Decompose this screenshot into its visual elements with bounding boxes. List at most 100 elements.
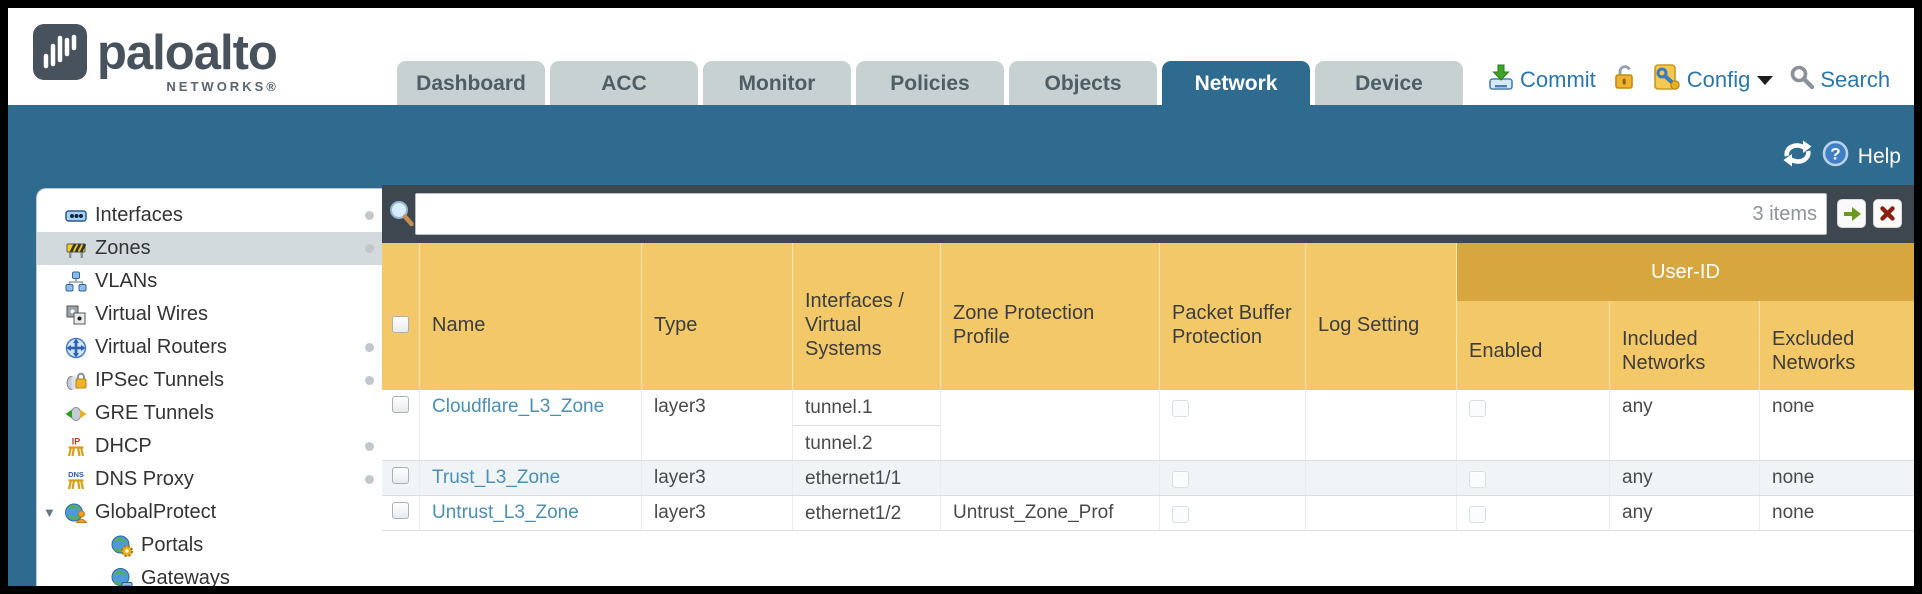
sidebar-item-label: DHCP bbox=[95, 435, 152, 457]
user-id-enabled-checkbox[interactable] bbox=[1469, 400, 1486, 417]
sidebar-item-label: GRE Tunnels bbox=[95, 402, 214, 424]
commit-icon[interactable] bbox=[1487, 63, 1515, 97]
tab-monitor[interactable]: Monitor bbox=[703, 61, 851, 105]
packet-buffer-checkbox[interactable] bbox=[1172, 471, 1189, 488]
refresh-icon[interactable] bbox=[1782, 140, 1813, 173]
packet-buffer-protection-cell bbox=[1160, 461, 1306, 495]
zone-type-cell: layer3 bbox=[642, 461, 793, 495]
dns-proxy-icon: DNS bbox=[65, 469, 87, 491]
tab-acc[interactable]: ACC bbox=[550, 61, 698, 105]
column-header-packet-buffer[interactable]: Packet Buffer Protection bbox=[1160, 243, 1306, 390]
select-all-checkbox[interactable] bbox=[392, 316, 409, 333]
column-header-interfaces[interactable]: Interfaces / Virtual Systems bbox=[793, 243, 941, 390]
interfaces-cell: ethernet1/1 bbox=[793, 461, 941, 495]
tab-network[interactable]: Network bbox=[1162, 61, 1310, 105]
filter-bar: 3 items bbox=[382, 185, 1914, 243]
svg-text:DNS: DNS bbox=[68, 470, 84, 479]
lock-icon[interactable] bbox=[1612, 63, 1638, 97]
zone-name-cell: Untrust_L3_Zone bbox=[420, 496, 642, 530]
config-caret-icon[interactable] bbox=[1757, 75, 1774, 85]
paloalto-logo-icon bbox=[33, 24, 87, 80]
sidebar-item-dns-proxy[interactable]: DNS DNS Proxy bbox=[37, 463, 390, 496]
tab-dashboard[interactable]: Dashboard bbox=[397, 61, 545, 105]
zone-name-link[interactable]: Cloudflare_L3_Zone bbox=[432, 396, 605, 417]
sidebar-item-label: GlobalProtect bbox=[95, 501, 217, 523]
column-header-type[interactable]: Type bbox=[642, 243, 793, 390]
included-networks-cell: any bbox=[1610, 461, 1760, 495]
row-checkbox[interactable] bbox=[392, 467, 409, 484]
item-count: 3 items bbox=[1752, 203, 1817, 225]
expander-icon[interactable]: ▼ bbox=[43, 505, 56, 520]
virtual-routers-icon bbox=[65, 337, 87, 359]
zone-name-link[interactable]: Untrust_L3_Zone bbox=[432, 502, 579, 523]
user-id-enabled-checkbox[interactable] bbox=[1469, 471, 1486, 488]
tab-policies[interactable]: Policies bbox=[856, 61, 1004, 105]
filter-input[interactable] bbox=[415, 193, 1827, 235]
sidebar-item-label: DNS Proxy bbox=[95, 468, 194, 490]
search-icon[interactable] bbox=[1789, 64, 1815, 96]
help-label[interactable]: Help bbox=[1857, 144, 1901, 168]
zones-panel: 3 items Name bbox=[382, 185, 1914, 586]
zone-name-cell: Trust_L3_Zone bbox=[420, 461, 642, 495]
gateways-icon bbox=[111, 567, 133, 586]
config-icon[interactable] bbox=[1652, 63, 1682, 97]
sidebar-item-interfaces[interactable]: Interfaces bbox=[37, 199, 390, 232]
log-setting-cell bbox=[1306, 390, 1457, 460]
user-id-group: User-ID Enabled Included Networks Exclud… bbox=[1457, 243, 1914, 390]
commit-button[interactable]: Commit bbox=[1520, 67, 1596, 92]
status-dot bbox=[365, 244, 374, 253]
zone-name-link[interactable]: Trust_L3_Zone bbox=[432, 467, 561, 488]
log-setting-cell bbox=[1306, 496, 1457, 530]
tab-device[interactable]: Device bbox=[1315, 61, 1463, 105]
brand-text: paloalto bbox=[97, 26, 278, 80]
globalprotect-icon bbox=[65, 502, 87, 524]
top-actions: Commit bbox=[1487, 60, 1890, 100]
sidebar-item-virtual-routers[interactable]: Virtual Routers bbox=[37, 331, 390, 364]
sidebar-item-ipsec-tunnels[interactable]: IPSec Tunnels bbox=[37, 364, 390, 397]
row-checkbox[interactable] bbox=[392, 502, 409, 519]
search-button[interactable]: Search bbox=[1820, 67, 1891, 92]
user-id-enabled-cell bbox=[1457, 496, 1610, 530]
packet-buffer-checkbox[interactable] bbox=[1172, 400, 1189, 417]
gre-tunnels-icon bbox=[65, 403, 87, 425]
status-dot bbox=[365, 475, 374, 484]
band-toolbar: ? Help bbox=[1782, 140, 1901, 173]
row-checkbox[interactable] bbox=[392, 396, 409, 413]
column-header-excluded-networks[interactable]: Excluded Networks bbox=[1772, 327, 1856, 374]
sidebar-item-gre-tunnels[interactable]: GRE Tunnels bbox=[37, 397, 390, 430]
interface-entry: tunnel.2 bbox=[793, 425, 940, 460]
column-header-zone-protection[interactable]: Zone Protection Profile bbox=[941, 243, 1160, 390]
user-id-enabled-checkbox[interactable] bbox=[1469, 506, 1486, 523]
virtual-wires-icon bbox=[65, 304, 87, 326]
sidebar-item-globalprotect[interactable]: ▼ GlobalProtect bbox=[37, 496, 390, 529]
excluded-networks-cell: none bbox=[1772, 467, 1815, 488]
sidebar-item-portals[interactable]: Portals bbox=[37, 529, 390, 562]
column-header-enabled[interactable]: Enabled bbox=[1457, 301, 1610, 390]
tab-objects[interactable]: Objects bbox=[1009, 61, 1157, 105]
ipsec-tunnels-icon bbox=[65, 370, 87, 392]
included-networks-cell: any bbox=[1610, 496, 1760, 530]
svg-text:?: ? bbox=[1830, 145, 1840, 164]
sidebar-item-label: Virtual Wires bbox=[95, 303, 208, 325]
sidebar-item-label: IPSec Tunnels bbox=[95, 369, 224, 391]
interface-entry: ethernet1/1 bbox=[805, 468, 902, 489]
help-icon[interactable]: ? bbox=[1822, 140, 1849, 173]
sidebar-item-gateways[interactable]: Gateways bbox=[37, 562, 390, 586]
sidebar-item-vlans[interactable]: VLANs bbox=[37, 265, 390, 298]
select-all-cell bbox=[382, 243, 420, 390]
column-header-name[interactable]: Name bbox=[420, 243, 642, 390]
sidebar-item-label: Zones bbox=[95, 237, 151, 259]
config-menu-button[interactable]: Config bbox=[1686, 67, 1751, 92]
sidebar-item-zones[interactable]: Zones bbox=[37, 232, 390, 265]
column-header-log-setting[interactable]: Log Setting bbox=[1306, 243, 1457, 390]
filter-magnifier-icon[interactable] bbox=[389, 200, 415, 233]
apply-filter-button[interactable] bbox=[1837, 199, 1866, 228]
column-header-included-networks[interactable]: Included Networks bbox=[1610, 301, 1760, 390]
packet-buffer-checkbox[interactable] bbox=[1172, 506, 1189, 523]
clear-filter-button[interactable] bbox=[1873, 199, 1902, 228]
sidebar-item-virtual-wires[interactable]: Virtual Wires bbox=[37, 298, 390, 331]
